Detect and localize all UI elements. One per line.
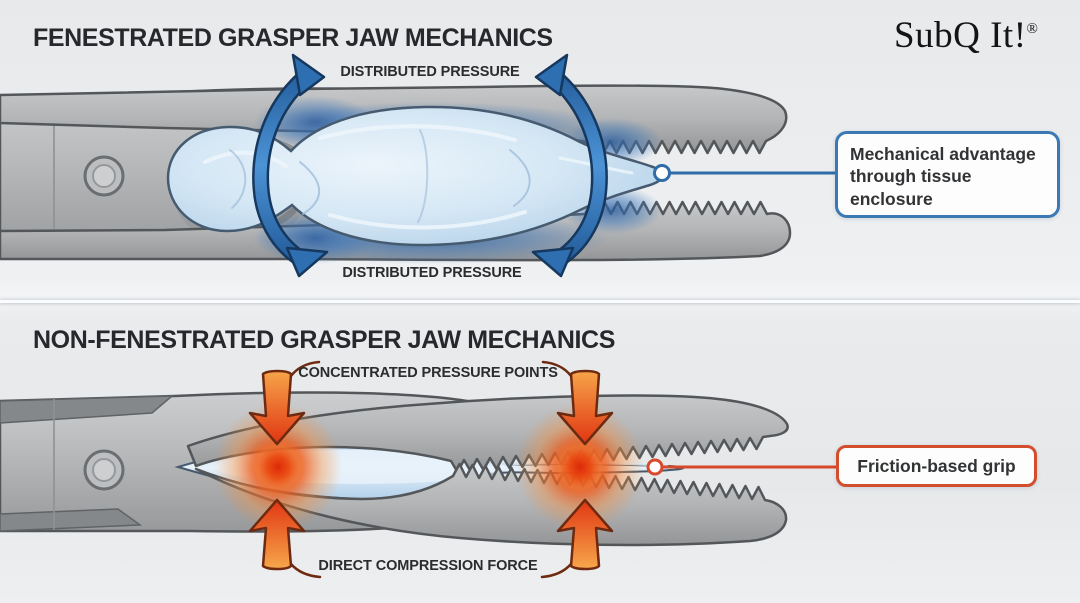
panel-title-non-fenestrated: NON-FENESTRATED GRASPER JAW MECHANICS — [33, 326, 615, 354]
distributed-pressure-arrows-icon — [252, 53, 608, 278]
tissue-texture — [203, 124, 634, 230]
registered-mark-icon: ® — [1026, 21, 1038, 37]
panel-divider — [0, 300, 1080, 303]
pressure-point-glow — [214, 403, 644, 531]
label-concentrated-pressure-points: CONCENTRATED PRESSURE POINTS — [298, 365, 558, 381]
label-distributed-pressure-top: DISTRIBUTED PRESSURE — [340, 64, 520, 80]
fenestrated-grasper-art — [0, 53, 837, 278]
callout-anchor-dot — [653, 164, 671, 182]
hinge-pin-center — [92, 164, 116, 188]
panel-title-fenestrated: FENESTRATED GRASPER JAW MECHANICS — [33, 24, 553, 52]
label-distributed-pressure-bottom: DISTRIBUTED PRESSURE — [342, 265, 522, 281]
hinge-pin-center — [92, 458, 116, 482]
brand-logo: SubQ It!® — [868, 14, 1064, 57]
callout-text: Friction-based grip — [857, 455, 1016, 476]
non-fenestrated-grasper-art — [0, 360, 838, 579]
clevis-wedge — [0, 395, 175, 424]
brand-name: SubQ It! — [894, 15, 1027, 56]
compression-arrows-icon — [248, 360, 614, 579]
callout-mechanical-advantage: Mechanical advantage through tissue encl… — [835, 131, 1060, 218]
callout-text: Mechanical advantage through tissue encl… — [850, 144, 1036, 209]
clevis-wedge — [0, 508, 143, 532]
callout-anchor-dot — [646, 458, 664, 476]
label-direct-compression-force: DIRECT COMPRESSION FORCE — [318, 558, 538, 574]
callout-friction-grip: Friction-based grip — [836, 445, 1037, 487]
